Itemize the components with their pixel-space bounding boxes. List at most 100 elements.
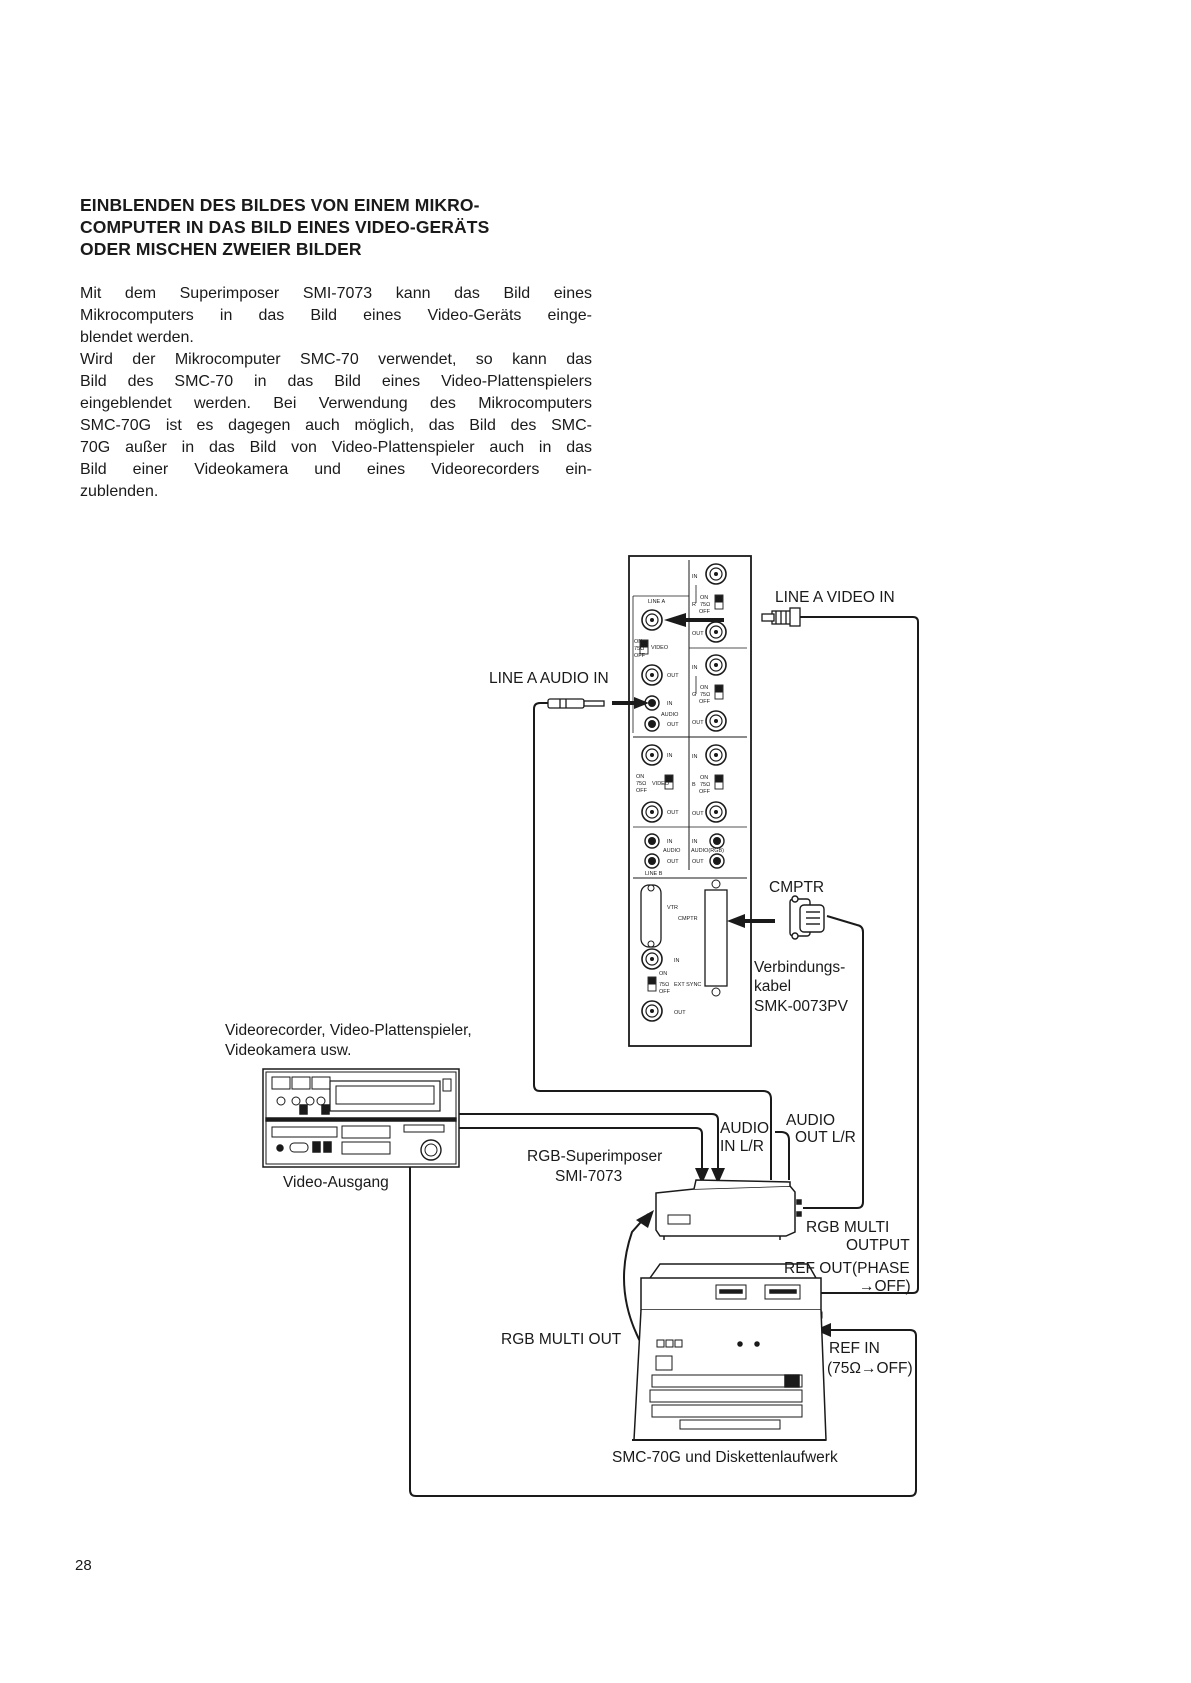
- cmptr-port: [704, 889, 728, 987]
- panel-label-off: OFF: [699, 609, 711, 615]
- vcr-device: [262, 1068, 460, 1168]
- audio-out-cable: [533, 702, 772, 1180]
- video-out-loop-cable: [409, 1166, 917, 1497]
- heading-line: EINBLENDEN DES BILDES VON EINEM MIKRO-: [80, 195, 480, 215]
- label-rgb-multi-out: RGB MULTI OUT: [501, 1331, 622, 1348]
- panel-label-on: ON: [634, 639, 642, 645]
- cmptr-plug: [789, 895, 825, 940]
- panel-label-audio: AUDIO: [663, 848, 681, 854]
- panel-label-in: IN: [667, 839, 673, 845]
- label-audio-in-2: IN L/R: [720, 1138, 764, 1155]
- panel-label-on: ON: [659, 971, 667, 977]
- body-line: SMC-70G ist es dagegen auch möglich, das…: [80, 417, 592, 434]
- b-termination-switch: [714, 774, 724, 790]
- cmptr-arrow-shaft: [745, 919, 775, 923]
- cmptr-cable: [803, 915, 864, 1209]
- label-video-out: Video-Ausgang: [283, 1174, 389, 1191]
- video-in-arrow-shaft: [686, 618, 724, 622]
- panel-label-on: ON: [700, 595, 708, 601]
- r-out-jack: [705, 621, 727, 643]
- g-termination-switch: [714, 684, 724, 700]
- panel-label-out: OUT: [667, 810, 679, 816]
- body-line: Bild einer Videokamera und eines Videore…: [80, 461, 592, 478]
- panel-label-r: R: [692, 602, 696, 608]
- body-line: Mit dem Superimposer SMI-7073 kann das B…: [80, 285, 592, 302]
- line-a-video-cable: [798, 616, 919, 1294]
- ref-in-arrow: [815, 1323, 831, 1337]
- label-cable-2: kabel: [754, 978, 791, 995]
- panel-label-off: OFF: [636, 788, 648, 794]
- panel-label-line-a: LINE A: [648, 599, 665, 605]
- video-in-down-arrow: [711, 1168, 725, 1184]
- panel-label-g: G: [692, 692, 696, 698]
- panel-label-on: ON: [636, 774, 644, 780]
- panel-label-off: OFF: [634, 653, 646, 659]
- panel-label-vtr: VTR: [667, 905, 678, 911]
- panel-label-on: ON: [700, 685, 708, 691]
- panel-label-in: IN: [692, 574, 698, 580]
- g-out-jack: [705, 710, 727, 732]
- panel-label-out: OUT: [667, 722, 679, 728]
- line-a-video-out-jack: [641, 664, 663, 686]
- panel-label-off: OFF: [659, 989, 671, 995]
- rgb-audio-out-jack: [709, 853, 725, 869]
- panel-label-audio: AUDIO: [661, 712, 679, 718]
- line-a-audio-out-jack: [644, 716, 660, 732]
- superimposer-unit: [655, 1179, 802, 1240]
- panel-label-line-b: LINE B: [645, 871, 663, 877]
- label-audio-in-1: AUDIO: [720, 1120, 769, 1137]
- line-b-video-in-jack: [641, 744, 663, 766]
- panel-label-in: IN: [692, 665, 698, 671]
- panel-label-in: IN: [692, 839, 698, 845]
- body-line: 70G außer in das Bild von Video-Plattens…: [80, 439, 592, 456]
- label-computer: SMC-70G und Diskettenlaufwerk: [612, 1449, 838, 1466]
- body-line: Wird der Mikrocomputer SMC-70 verwendet,…: [80, 351, 592, 368]
- arrows: [612, 613, 831, 1337]
- panel-label-out: OUT: [692, 859, 704, 865]
- label-rgb-multi-output-1: RGB MULTI: [806, 1219, 889, 1236]
- superimposer-rear-panel: LINE A ON 75Ω OFF VIDEO OUT IN AUDIO OUT…: [628, 555, 752, 1047]
- ext-sync-switch: [647, 976, 657, 992]
- body-line: eingeblendet werden. Bei Verwendung des …: [80, 395, 592, 412]
- panel-label-out: OUT: [692, 811, 704, 817]
- label-rgb-multi-output-2: OUTPUT: [846, 1237, 910, 1254]
- label-superimposer-2: SMI-7073: [555, 1168, 622, 1185]
- vtr-port: [640, 884, 662, 948]
- audio-in-down-arrow: [695, 1168, 709, 1184]
- computer-device: [632, 1263, 827, 1441]
- panel-label-off: OFF: [699, 699, 711, 705]
- ext-sync-out-jack: [641, 1000, 663, 1022]
- label-ref-out-2: →OFF): [859, 1278, 911, 1295]
- line-b-audio-out-jack: [644, 853, 660, 869]
- rca-plug: [547, 698, 605, 709]
- label-ref-in-2: (75Ω→OFF): [827, 1360, 913, 1377]
- cmptr-arrow: [727, 914, 745, 928]
- panel-label-video: VIDEO: [652, 781, 670, 787]
- panel-label-audio-rgb: AUDIO(RGB): [691, 848, 724, 854]
- heading-line: ODER MISCHEN ZWEIER BILDER: [80, 239, 362, 259]
- body-line: blendet werden.: [80, 329, 194, 346]
- label-vcr-2: Videokamera usw.: [225, 1042, 351, 1059]
- cables: [409, 616, 919, 1497]
- audio-in-arrow: [634, 697, 649, 709]
- panel-label-in: IN: [667, 753, 673, 759]
- ext-sync-in-jack: [641, 948, 663, 970]
- panel-label-ohm: 75Ω: [700, 692, 710, 698]
- label-audio-out-2: OUT L/R: [795, 1129, 856, 1146]
- label-cable-3: SMK-0073PV: [754, 998, 849, 1015]
- label-cable-1: Verbindungs-: [754, 959, 845, 976]
- label-line-a-video-in: LINE A VIDEO IN: [775, 589, 895, 606]
- panel-label-ohm: 75Ω: [636, 781, 646, 787]
- panel-label-out: OUT: [667, 673, 679, 679]
- panel-label-ohm: 75Ω: [634, 646, 644, 652]
- label-audio-out-1: AUDIO: [786, 1112, 835, 1129]
- panel-label-out: OUT: [692, 720, 704, 726]
- line-b-audio-in-jack: [644, 833, 660, 849]
- label-ref-out-1: REF OUT(PHASE: [784, 1260, 910, 1277]
- panel-label-ohm: 75Ω: [700, 602, 710, 608]
- r-in-jack: [705, 563, 727, 585]
- g-in-jack: [705, 654, 727, 676]
- label-superimposer-1: RGB-Superimposer: [527, 1148, 662, 1165]
- panel-label-out: OUT: [667, 859, 679, 865]
